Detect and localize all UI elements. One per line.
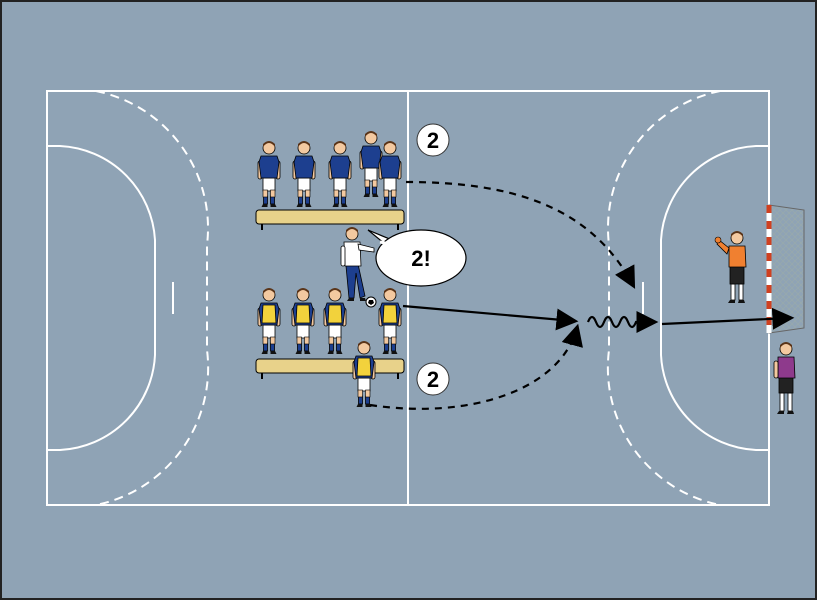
pass-arrow [402,304,579,331]
movement-arrows [369,180,795,410]
left-goal-area [47,145,156,451]
count-bottom-text: 2 [427,367,439,392]
right-goal-area [660,145,769,451]
right-free-throw-line [606,90,721,506]
coach [340,227,375,301]
count-badge-top: 2 [416,123,450,157]
coach-call-text: 2! [411,246,431,271]
bench-bottom [255,358,405,374]
yellow-run-arrow [369,323,583,410]
shot-arrow [661,307,795,330]
referee [773,342,796,414]
ball-icon [365,296,377,308]
court-lines [46,90,770,506]
count-top-text: 2 [427,128,439,153]
goal-icon [766,204,805,334]
bench-top [255,209,405,225]
count-badge-bottom: 2 [416,362,450,396]
left-free-throw-line [95,90,210,506]
goalkeeper [714,231,747,303]
coach-speech-bubble: 2! [367,229,467,287]
dribble-arrow [586,311,659,333]
